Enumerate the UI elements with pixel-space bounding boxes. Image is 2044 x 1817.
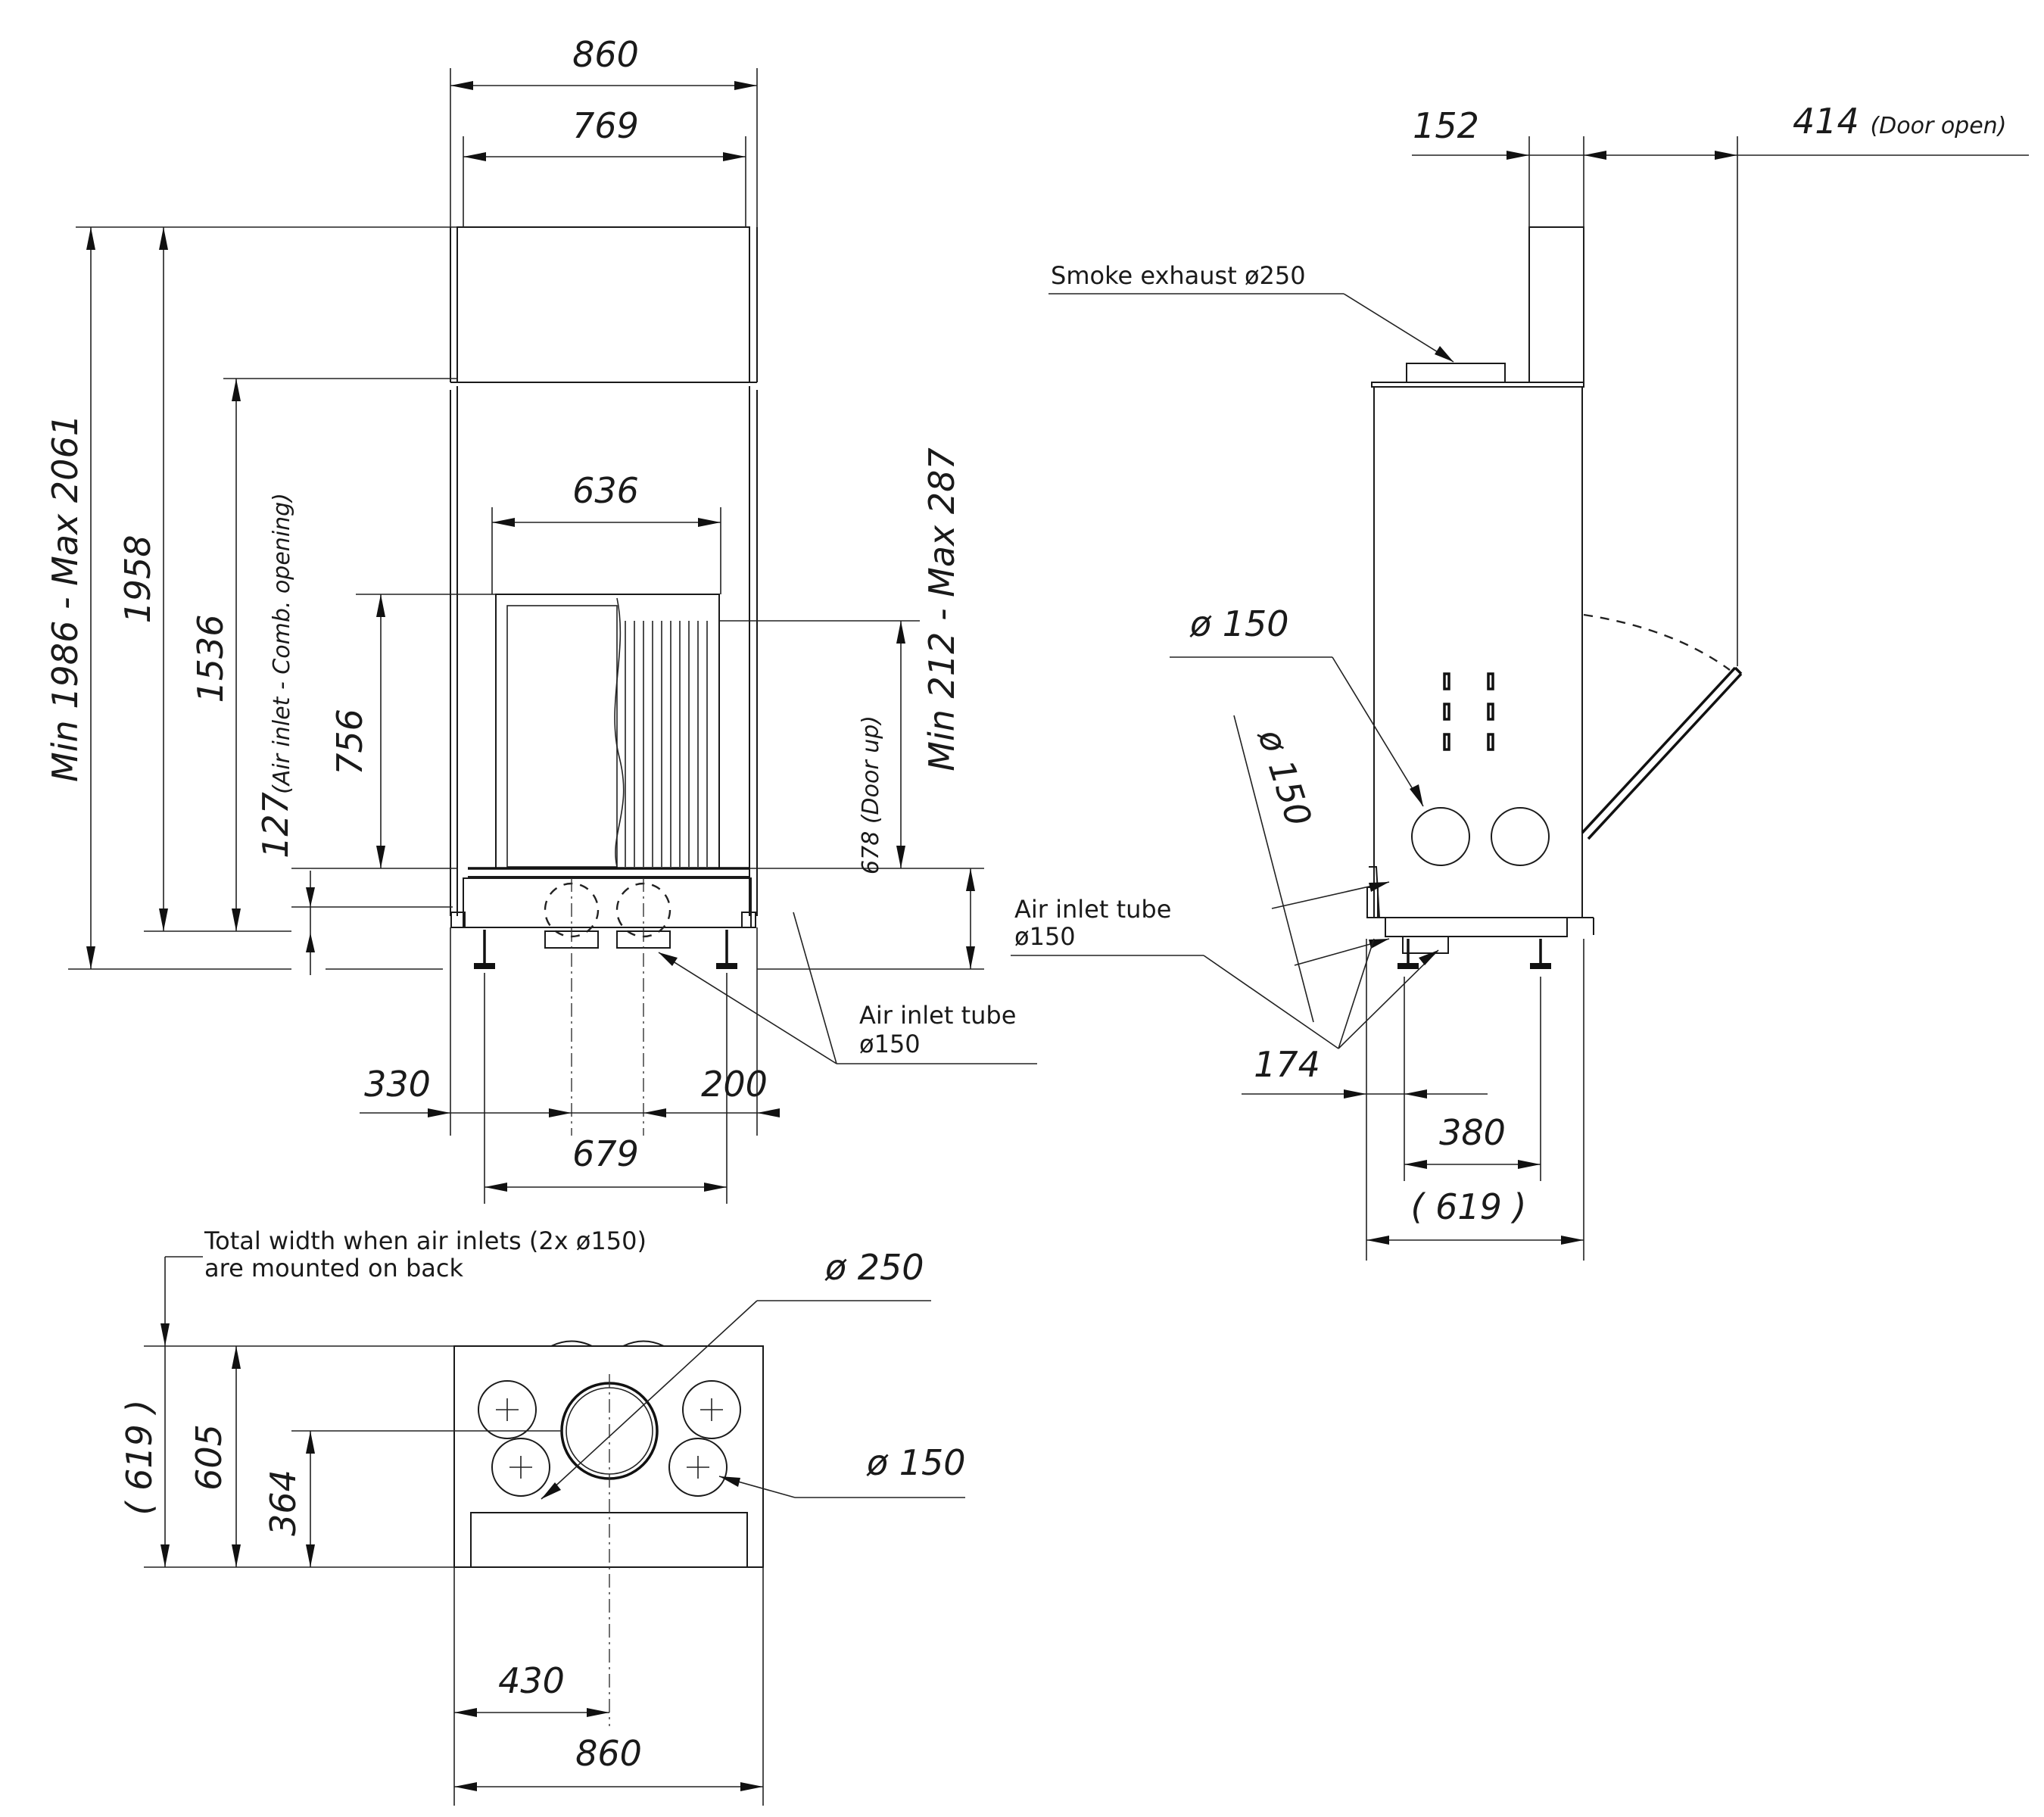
dim-right-offset: 200 (701, 1064, 768, 1105)
front-right-dims: 678 (Door up) Min 212 - Max 287 (719, 447, 984, 970)
side-inlet-dia-1: ø 150 (1189, 603, 1289, 644)
front-body (450, 226, 758, 969)
side-bottom-dims: 174 380 ( 619 ) (1242, 939, 1584, 1261)
top-depth: 605 (189, 1424, 229, 1491)
front-left-dims: Min 1986 - Max 2061 1958 1536 127 (Air i… (45, 226, 496, 975)
door-slats (614, 597, 708, 868)
air-inlet-note: (Air inlet - Comb. opening) (269, 493, 295, 794)
dim-door-up-height: 678 (Door up) (858, 715, 884, 874)
side-inlet-dia-2: ø 150 (1250, 724, 1320, 831)
front-dim-769: 769 (463, 105, 746, 227)
front-air-inlet-tube-dia: ø150 (859, 1030, 921, 1058)
top-inlet-dia: ø 150 (866, 1442, 966, 1483)
dim-380: 380 (1439, 1112, 1506, 1153)
dim-height-1536: 1536 (190, 614, 231, 703)
dim-total-height: Min 1986 - Max 2061 (45, 414, 86, 782)
top-view: Total width when air inlets (2x ø150) ar… (119, 1226, 966, 1806)
door-up-value: 678 (858, 831, 884, 874)
dim-flue-offset: 152 (1413, 105, 1479, 146)
top-inlet-callout: ø 150 (718, 1442, 966, 1498)
side-depth-total: ( 619 ) (1411, 1186, 1527, 1227)
front-view: 860 769 636 Min 1986 - Max 2061 (45, 34, 1037, 1204)
front-air-inlets (544, 882, 671, 949)
side-open-door (1581, 613, 1743, 840)
dim-air-inlet-height: 127 (255, 792, 296, 859)
top-overall-width: 860 (575, 1733, 642, 1774)
top-bottom-dims: 430 860 (453, 1374, 764, 1806)
side-air-inlet-tube-dia: ø150 (1014, 922, 1076, 951)
dim-leg-spacing: 679 (572, 1133, 639, 1174)
side-air-inlet-tube-label: Air inlet tube (1014, 895, 1171, 924)
top-center-offset: 430 (498, 1660, 565, 1701)
note-line-1: Total width when air inlets (2x ø150) (204, 1226, 647, 1255)
front-dim-636: 636 (491, 470, 721, 594)
dim-174: 174 (1254, 1044, 1320, 1085)
top-smoke-dia: ø 250 (824, 1247, 924, 1288)
front-air-inlet-tube-label: Air inlet tube (859, 1001, 1016, 1030)
door-open-note: (Door open) (1870, 113, 2006, 139)
note-line-2: are mounted on back (204, 1254, 464, 1282)
front-dim-860: 860 (450, 34, 758, 227)
door-up-note: (Door up) (858, 715, 884, 824)
top-centermarks (496, 1398, 723, 1479)
front-bottom-dims: 330 200 679 (360, 878, 780, 1204)
side-air-inlet-callout: Air inlet tube ø150 (1011, 895, 1439, 1049)
side-top-dims: 152 414 (Door open) (1412, 101, 2029, 666)
dim-base-range: Min 212 - Max 287 (921, 447, 962, 771)
side-inlet-callouts: ø 150 ø 150 (1170, 603, 1424, 1023)
dim-overall-width: 860 (572, 34, 639, 75)
side-body (1366, 226, 1743, 969)
front-air-inlet-callout: Air inlet tube ø150 (658, 912, 1037, 1064)
dim-height-1958: 1958 (117, 535, 158, 623)
top-left-dims: ( 619 ) 605 364 (119, 1323, 562, 1568)
side-view: 152 414 (Door open) Smoke exhaust ø250 ø… (1011, 101, 2029, 1261)
smoke-exhaust-label: Smoke exhaust ø250 (1051, 261, 1306, 290)
top-note: Total width when air inlets (2x ø150) ar… (164, 1226, 647, 1332)
top-smoke-callout: ø 250 (541, 1247, 931, 1500)
top-center-depth: 364 (263, 1469, 304, 1536)
dim-left-offset: 330 (364, 1064, 431, 1105)
top-body (453, 1340, 764, 1568)
dim-inner-width: 769 (572, 105, 639, 146)
dim-glass-width: 636 (572, 470, 639, 511)
top-depth-total: ( 619 ) (119, 1400, 160, 1516)
door-open-value: 414 (1793, 101, 1859, 142)
smoke-exhaust-callout: Smoke exhaust ø250 (1048, 261, 1454, 363)
side-vents (1443, 672, 1494, 751)
dim-glass-height: 756 (329, 709, 370, 775)
front-legs (474, 930, 737, 969)
dim-door-open: 414 (Door open) (1793, 101, 2006, 142)
